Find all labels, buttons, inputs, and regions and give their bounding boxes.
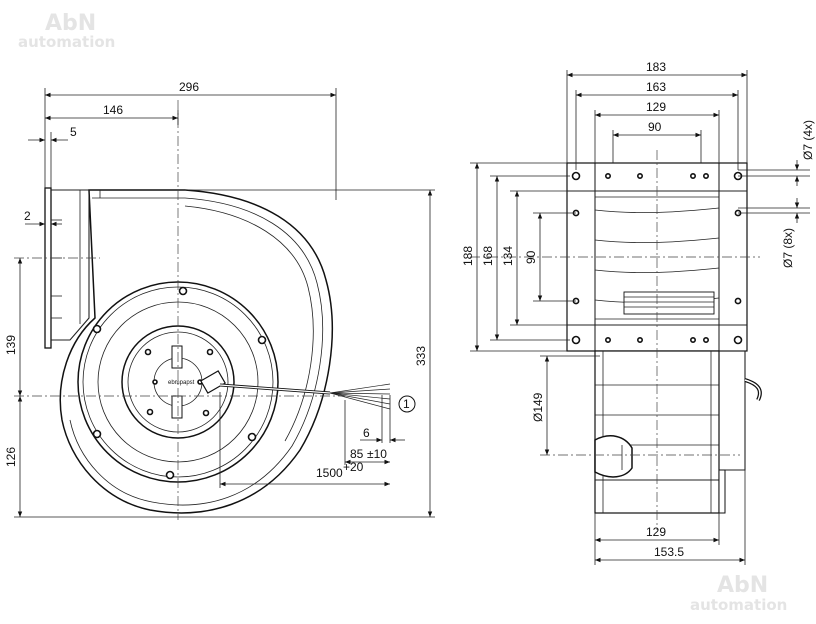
callout-marker	[398, 395, 416, 413]
plate-holes	[92, 286, 267, 480]
scroll-housing	[59, 189, 333, 514]
dim-height-139: 139	[4, 335, 18, 355]
scroll-housing-rim	[184, 205, 314, 442]
dim-height-333: 333	[414, 346, 428, 366]
watermark-top-left: AbN automation	[18, 11, 115, 51]
dim-height-134: 134	[501, 246, 515, 266]
dim-offset-2: 2	[24, 209, 31, 223]
front-view: ebmpapst 1 296 146	[4, 80, 435, 520]
dim-flange-5: 5	[70, 125, 77, 139]
dim-width-163: 163	[646, 80, 666, 94]
dim-height-188: 188	[461, 246, 475, 266]
wire-ends	[329, 383, 391, 410]
dim-width-129: 129	[646, 100, 666, 114]
dim-bottom-129: 129	[646, 525, 666, 539]
hole-label-4x: Ø7 (4x)	[801, 120, 815, 160]
dim-height-90: 90	[524, 250, 538, 264]
callout-number: 1	[403, 397, 410, 411]
dim-width-183: 183	[646, 60, 666, 74]
flange-web	[51, 189, 90, 341]
side-view: 183 163 129 90 Ø7 (4x) Ø7 (8x) 188 168	[461, 60, 815, 565]
dim-height-168: 168	[481, 246, 495, 266]
scroll-housing-inner	[69, 197, 324, 506]
dim-bottom-153: 153.5	[654, 545, 684, 559]
dim-cable-strip: 6	[363, 426, 370, 440]
dim-diameter-149: Ø149	[531, 392, 545, 422]
dim-width-296: 296	[179, 80, 199, 94]
dim-cable-length: 1500	[316, 466, 343, 480]
dim-cable-wire-tol: ±10	[367, 447, 387, 461]
watermark-sub: automation	[18, 33, 115, 51]
dim-height-126: 126	[4, 447, 18, 467]
motor-housing	[719, 350, 746, 471]
watermark-sub: automation	[690, 596, 787, 614]
watermark-brand: AbN	[717, 573, 768, 598]
hub-label: ebmpapst	[168, 380, 195, 386]
dim-cable-wire: 85	[350, 447, 364, 461]
hole-label-8x: Ø7 (8x)	[781, 228, 795, 268]
dim-width-146: 146	[103, 103, 123, 117]
watermark-bottom-right: AbN automation	[690, 573, 787, 614]
cable-gland	[200, 370, 226, 394]
motor-cup	[594, 435, 633, 478]
dim-width-90: 90	[648, 120, 662, 134]
mounting-flange	[44, 187, 52, 349]
watermark-brand: AbN	[45, 11, 96, 36]
dim-cable-length-tol: +20	[343, 460, 364, 474]
scroll-body	[594, 350, 720, 514]
corner-holes	[571, 171, 743, 345]
